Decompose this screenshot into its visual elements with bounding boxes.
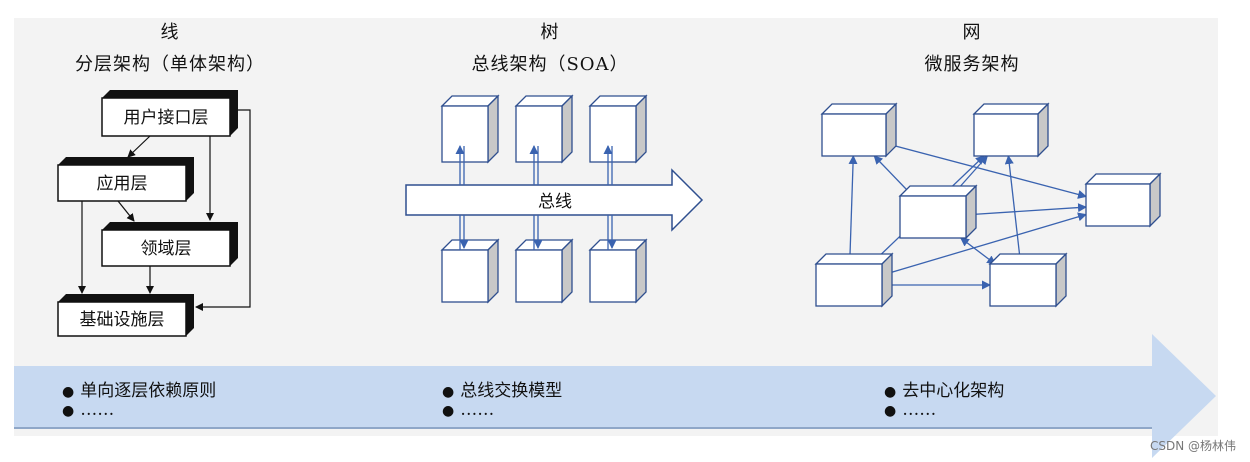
principle-1-text: 单向逐层依赖原则 bbox=[80, 381, 217, 401]
principle-3-ellipsis: …… bbox=[902, 400, 937, 420]
principle-1: ● 单向逐层依赖原则 bbox=[62, 376, 216, 401]
layer-box-infrastructure: 基础设施层 bbox=[57, 294, 194, 337]
bus-service-bottom-1 bbox=[440, 238, 500, 304]
bus-service-top-3 bbox=[588, 94, 648, 164]
bullet-icon: ● bbox=[62, 403, 75, 419]
layer-box-application: 应用层 bbox=[57, 157, 194, 202]
principle-2-ellipsis: …… bbox=[460, 400, 495, 420]
microservice-architecture bbox=[814, 102, 1162, 308]
bus-architecture: 总线 bbox=[405, 94, 704, 304]
column-1-title: 分层架构（单体架构） bbox=[75, 54, 265, 75]
bullet-icon: ● bbox=[442, 403, 455, 419]
principle-3-text: 去中心化架构 bbox=[902, 381, 1005, 401]
column-1-label: 线 bbox=[160, 22, 180, 43]
bus-service-bottom-2 bbox=[514, 238, 574, 304]
microservice-node-3 bbox=[898, 184, 978, 240]
principle-3-more: ● …… bbox=[884, 400, 936, 420]
arrow-ui-to-infrastructure bbox=[195, 109, 251, 311]
bullet-icon: ● bbox=[884, 384, 897, 400]
layer-box-user-interface: 用户接口层 bbox=[101, 90, 238, 137]
bus-label: 总线 bbox=[538, 192, 572, 212]
bus-services bbox=[440, 94, 648, 304]
bullet-icon: ● bbox=[62, 384, 75, 400]
principle-2: ● 总线交换模型 bbox=[442, 376, 562, 401]
principle-2-more: ● …… bbox=[442, 400, 494, 420]
layer-label-domain: 领域层 bbox=[141, 239, 192, 259]
microservice-node-6 bbox=[988, 252, 1068, 308]
microservice-node-1 bbox=[820, 102, 898, 158]
microservice-node-4 bbox=[1084, 172, 1162, 228]
bus-service-top-2 bbox=[514, 94, 574, 164]
service-connection-6 bbox=[1004, 155, 1025, 265]
column-2-label: 树 bbox=[540, 22, 560, 43]
layer-label-user-interface: 用户接口层 bbox=[124, 108, 209, 128]
service-connection-7 bbox=[965, 203, 1087, 219]
service-connections bbox=[845, 141, 1087, 290]
bus-arrow bbox=[405, 168, 704, 232]
service-connection-9 bbox=[881, 212, 1087, 278]
watermark: CSDN @杨林伟 bbox=[1149, 439, 1236, 453]
microservice-node-5 bbox=[814, 252, 894, 308]
microservice-nodes bbox=[814, 102, 1162, 308]
bus-service-bottom-3 bbox=[588, 238, 648, 304]
bullet-icon: ● bbox=[884, 403, 897, 419]
service-connection-3 bbox=[845, 155, 858, 265]
principle-1-ellipsis: …… bbox=[80, 400, 115, 420]
layer-box-domain: 领域层 bbox=[101, 222, 238, 267]
principle-1-more: ● …… bbox=[62, 400, 114, 420]
layered-architecture: 用户接口层 应用层 领域层 基础设施层 bbox=[57, 90, 251, 337]
layer-label-infrastructure: 基础设施层 bbox=[80, 310, 165, 330]
microservice-node-2 bbox=[972, 102, 1050, 158]
arrow-ui-to-application bbox=[127, 135, 151, 158]
service-connection-8 bbox=[959, 237, 997, 265]
bus-service-top-1 bbox=[440, 94, 500, 164]
column-3-title: 微服务架构 bbox=[924, 54, 1020, 75]
layer-label-application: 应用层 bbox=[97, 174, 148, 194]
column-2-title: 总线架构（SOA） bbox=[471, 54, 629, 75]
bullet-icon: ● bbox=[442, 384, 455, 400]
principle-3: ● 去中心化架构 bbox=[884, 376, 1004, 401]
column-3-label: 网 bbox=[962, 22, 982, 43]
arrow-application-to-domain bbox=[117, 200, 135, 222]
principle-2-text: 总线交换模型 bbox=[460, 381, 563, 401]
